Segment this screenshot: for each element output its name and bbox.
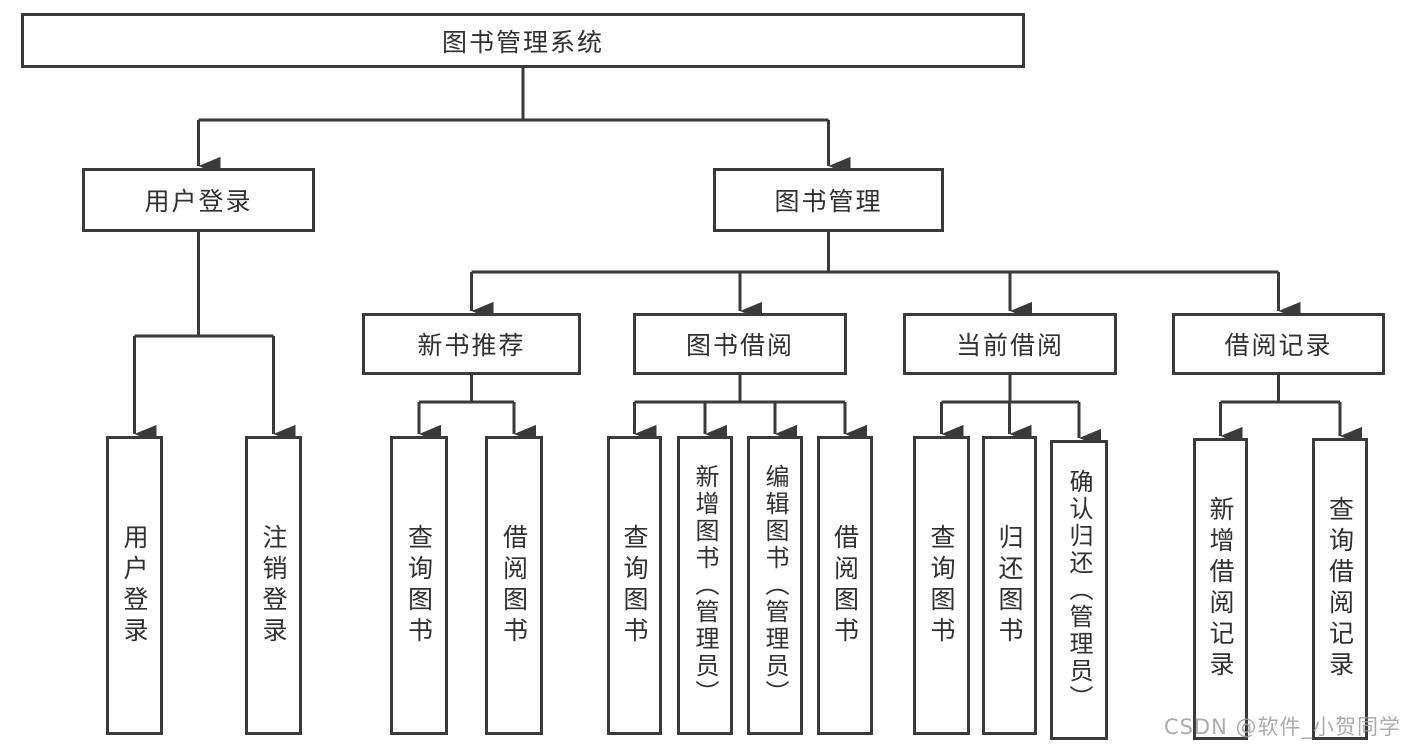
node-root-library-system: 图书管理系统: [21, 13, 1025, 68]
node-new-book-recommend: 新书推荐: [362, 313, 581, 375]
node-current-borrow: 当前借阅: [903, 313, 1117, 375]
leaf-newrec-borrow-books: 借阅图书: [485, 436, 543, 735]
node-book-management: 图书管理: [713, 168, 944, 232]
leaf-records-query-record: 查询借阅记录: [1312, 438, 1368, 740]
leaf-user-login: 用户登录: [106, 436, 163, 735]
leaf-borrow-query-books: 查询图书: [607, 436, 662, 735]
csdn-watermark: CSDN @软件_小贺同学: [1163, 715, 1401, 739]
leaf-records-add-record: 新增借阅记录: [1193, 438, 1248, 740]
leaf-borrow-add-books-admin: 新增图书（管理员）: [677, 436, 733, 735]
leaf-current-query-books: 查询图书: [913, 436, 970, 735]
node-user-login: 用户登录: [82, 168, 315, 232]
node-book-borrow: 图书借阅: [633, 313, 847, 375]
node-borrow-records: 借阅记录: [1172, 313, 1385, 375]
leaf-current-return-books: 归还图书: [982, 436, 1037, 735]
leaf-borrow-borrow-books: 借阅图书: [817, 436, 873, 735]
leaf-newrec-query-books: 查询图书: [390, 436, 448, 735]
leaf-borrow-edit-books-admin: 编辑图书（管理员）: [747, 436, 803, 735]
leaf-logout: 注销登录: [245, 436, 302, 735]
leaf-current-confirm-return-admin: 确认归还（管理员）: [1050, 440, 1108, 740]
